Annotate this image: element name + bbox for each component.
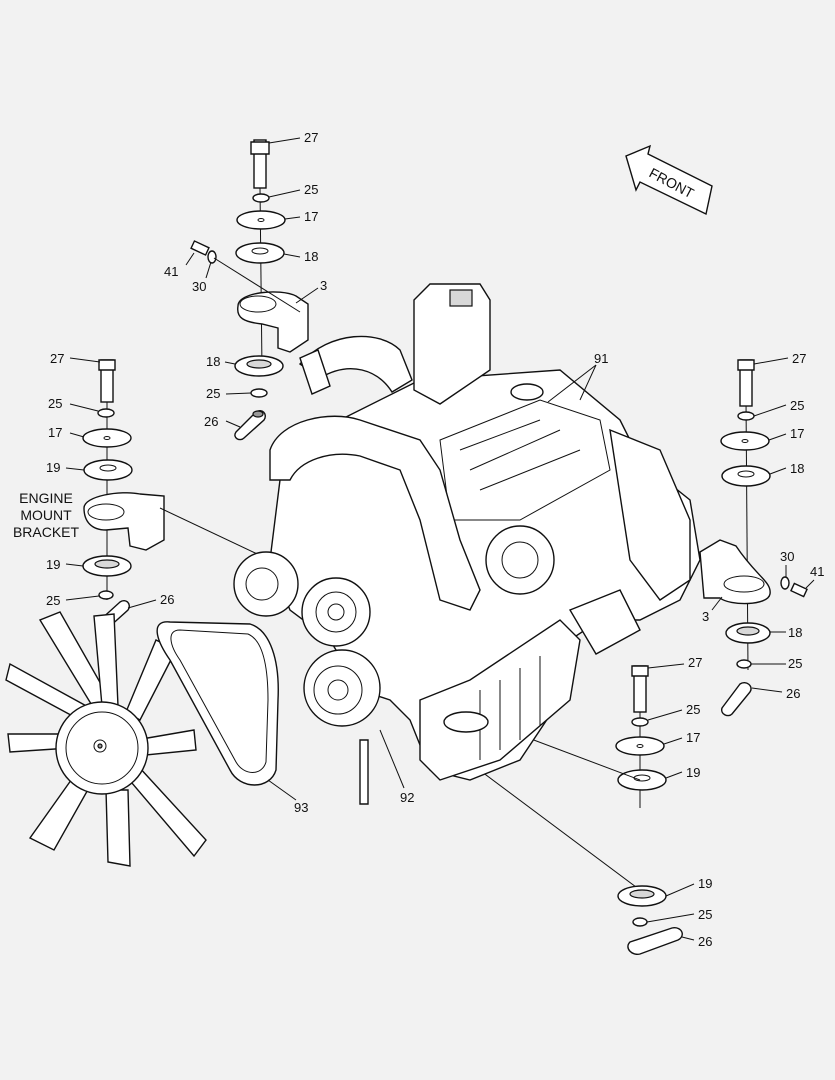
bracket-label-line1: ENGINE [19, 490, 73, 506]
callout-17: 17 [48, 425, 62, 440]
callout-labels: 27 25 17 18 41 30 3 18 25 26 27 25 17 19… [46, 130, 824, 949]
callout-26: 26 [160, 592, 174, 607]
callout-27: 27 [792, 351, 806, 366]
callout-18: 18 [790, 461, 804, 476]
left-mount-stack [82, 359, 271, 631]
callout-30: 30 [192, 279, 206, 294]
front-arrow: FRONT [625, 144, 713, 216]
callout-27: 27 [304, 130, 318, 145]
callout-25: 25 [790, 398, 804, 413]
callout-25: 25 [686, 702, 700, 717]
right-mount-stack [699, 359, 808, 717]
callout-19: 19 [46, 557, 60, 572]
callout-25: 25 [48, 396, 62, 411]
callout-17: 17 [304, 209, 318, 224]
engine-assembly [233, 283, 701, 805]
leader-lines [65, 137, 815, 941]
callout-25: 25 [698, 907, 712, 922]
bracket-label-line2: MOUNT [20, 507, 72, 523]
callout-19: 19 [46, 460, 60, 475]
callout-3: 3 [320, 278, 327, 293]
callout-25: 25 [788, 656, 802, 671]
callout-27: 27 [50, 351, 64, 366]
bottom-mount-stack [465, 759, 683, 956]
callout-25: 25 [206, 386, 220, 401]
callout-19: 19 [686, 765, 700, 780]
callout-25: 25 [46, 593, 60, 608]
engine-mount-bracket-label: ENGINE MOUNT BRACKET [13, 490, 80, 540]
drive-belt [156, 621, 279, 786]
callout-92: 92 [400, 790, 414, 805]
callout-17: 17 [686, 730, 700, 745]
callout-27: 27 [688, 655, 702, 670]
callout-17: 17 [790, 426, 804, 441]
callout-41: 41 [810, 564, 824, 579]
bracket-label-line3: BRACKET [13, 524, 80, 540]
top-mount-stack [190, 139, 309, 441]
callout-41: 41 [164, 264, 178, 279]
callout-18: 18 [788, 625, 802, 640]
callout-93: 93 [294, 800, 308, 815]
callout-18: 18 [304, 249, 318, 264]
callout-26: 26 [698, 934, 712, 949]
callout-18: 18 [206, 354, 220, 369]
callout-25: 25 [304, 182, 318, 197]
callout-26: 26 [204, 414, 218, 429]
callout-30: 30 [780, 549, 794, 564]
callout-26: 26 [786, 686, 800, 701]
callout-91: 91 [594, 351, 608, 366]
cooling-fan [5, 611, 207, 867]
callout-3: 3 [702, 609, 709, 624]
callout-19: 19 [698, 876, 712, 891]
